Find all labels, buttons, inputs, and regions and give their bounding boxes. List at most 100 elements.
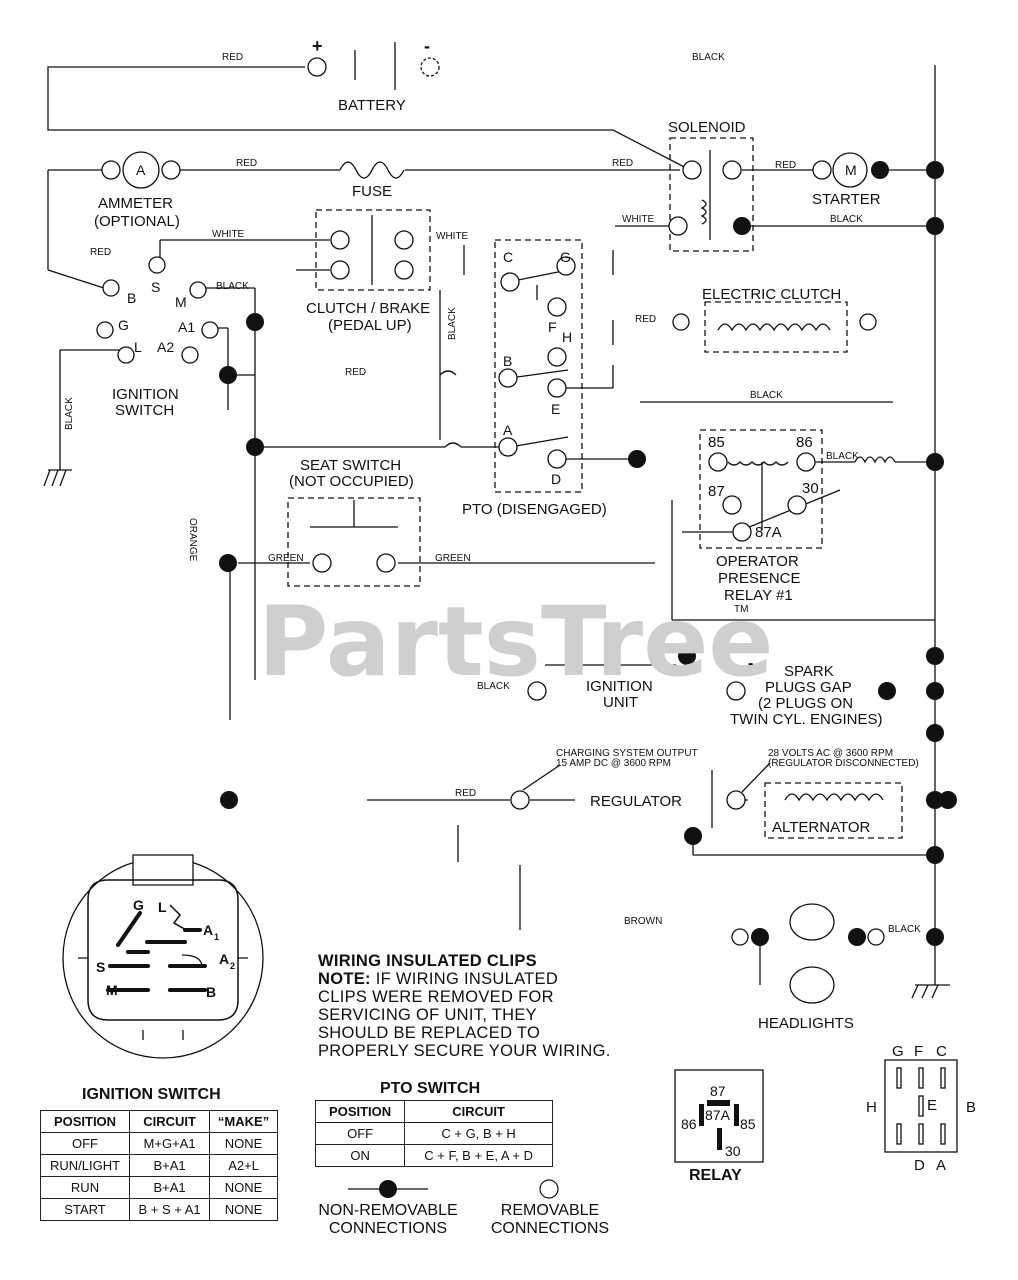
wire-white-solenoid: WHITE [622,214,655,225]
wire-red-top: RED [222,52,243,63]
spark-label2: PLUGS GAP [765,679,852,696]
face-a1: A [203,922,213,938]
relay1-label3: RELAY #1 [724,587,793,604]
ign-terminal-b: B [127,290,136,306]
relay1-label2: PRESENCE [718,570,801,587]
charging-line2: 15 AMP DC @ 3600 RPM [556,758,671,769]
wire-black-ign: BLACK [216,281,249,292]
legend-nonremovable-dot [379,1180,397,1198]
volts-line1: 28 VOLTS AC @ 3600 RPM [768,748,893,759]
ign-th-0: POSITION [39,1110,131,1133]
relay-87a: 87A [705,1107,731,1123]
battery-plus: + [312,36,323,56]
seat-switch-label: SEAT SWITCH [300,457,401,474]
ignition-label: IGNITION [112,386,179,403]
ignition-unit-label1: IGNITION [586,678,653,695]
note-line3: SERVICING OF UNIT, THEY [318,1006,537,1024]
watermark: PartsTree [258,586,773,698]
battery-label: BATTERY [338,97,406,114]
relay1-86: 86 [796,434,813,451]
ptobox-d: D [914,1157,925,1174]
clutch-brake-label: CLUTCH / BRAKE [306,300,430,317]
relay1-87a: 87A [755,524,782,541]
relay1-85: 85 [708,434,725,451]
regulator-label: REGULATOR [590,793,682,810]
pto-cell: OFF [314,1122,406,1145]
ign-cell: B+A1 [129,1176,211,1199]
volts-line2: (REGULATOR DISCONNECTED) [768,758,919,769]
ign-cell: B+A1 [129,1154,211,1177]
pto-th-1: CIRCUIT [404,1100,553,1123]
relay-box [674,1069,764,1163]
note-line2: CLIPS WERE REMOVED FOR [318,988,554,1006]
note-line4: SHOULD BE REPLACED TO [318,1024,541,1042]
wire-white-cb: WHITE [436,231,469,242]
wire-green-1: GREEN [268,553,304,564]
ammeter-optional: (OPTIONAL) [94,213,180,230]
ign-table-title: IGNITION SWITCH [82,1086,221,1103]
pto-h: H [562,329,572,345]
legend-removable-1: REMOVABLE [500,1202,600,1219]
ign-terminal-g: G [118,317,129,333]
wire-red-mid: RED [345,367,366,378]
ptobox-e: E [927,1097,937,1114]
ign-cell: NONE [209,1132,278,1155]
face-a2: A [219,951,229,967]
table-row: OFF C + G, B + H [314,1122,553,1145]
wire-red-ammeter: RED [236,158,257,169]
face-a2-sub: 2 [230,961,235,971]
pto-switch-box [884,1059,958,1153]
table-row: START B + S + A1 NONE [39,1198,278,1221]
wire-orange: ORANGE [187,518,198,562]
relay-87: 87 [710,1083,726,1099]
solenoid-label: SOLENOID [668,119,746,136]
pto-th-0: POSITION [314,1100,406,1123]
note-line5: PROPERLY SECURE YOUR WIRING. [318,1042,611,1060]
battery-positive-wire [47,66,691,171]
note-heading: WIRING INSULATED CLIPS [318,952,537,970]
ign-cell: START [39,1198,131,1221]
ign-cell: NONE [209,1198,278,1221]
ptobox-b: B [966,1099,976,1116]
relay-label: RELAY [689,1167,742,1184]
face-l: L [158,899,167,915]
ptobox-h: H [866,1099,877,1116]
ignition-switch-face [62,854,264,1059]
wire-green-2: GREEN [435,553,471,564]
relay1-label1: OPERATOR [716,553,799,570]
pto-b: B [503,353,512,369]
pto-table-title: PTO SWITCH [380,1080,481,1097]
ign-terminal-a1: A1 [178,319,195,335]
wire-red-charging: RED [455,788,476,799]
wire-black-ignunit: BLACK [477,681,510,692]
battery-minus: - [424,36,430,56]
seat-switch-sub: (NOT OCCUPIED) [289,473,414,490]
ptobox-c: C [936,1043,947,1060]
pto-cell: ON [314,1144,406,1167]
fuse-label: FUSE [352,183,392,200]
spark-label4: TWIN CYL. ENGINES) [730,711,883,728]
wire-black-ground: BLACK [64,397,75,430]
wire-red-solenoid: RED [612,158,633,169]
relay1-30: 30 [802,480,819,497]
pto-cell: C + G, B + H [404,1122,553,1145]
legend-removable-2: CONNECTIONS [490,1220,610,1237]
table-row: ON C + F, B + E, A + D [314,1144,553,1167]
ign-cell: M+G+A1 [129,1132,211,1155]
face-a1-sub: 1 [214,932,219,942]
ignition-table: POSITION CIRCUIT “MAKE” OFF M+G+A1 NONE … [39,1110,278,1221]
ign-cell: NONE [209,1176,278,1199]
face-b: B [206,984,216,1000]
ign-cell: B + S + A1 [129,1198,211,1221]
starter-label: STARTER [812,191,881,208]
wire-red-starter: RED [775,160,796,171]
ign-terminal-s: S [151,279,160,295]
relay-85: 85 [740,1116,756,1132]
face-m: M [106,982,118,998]
legend-nonremovable-1: NON-REMOVABLE [318,1202,458,1219]
legend-nonremovable-2: CONNECTIONS [328,1220,448,1237]
wire-brown: BROWN [624,916,662,927]
ign-terminal-a2: A2 [157,339,174,355]
ign-cell: RUN/LIGHT [39,1154,131,1177]
